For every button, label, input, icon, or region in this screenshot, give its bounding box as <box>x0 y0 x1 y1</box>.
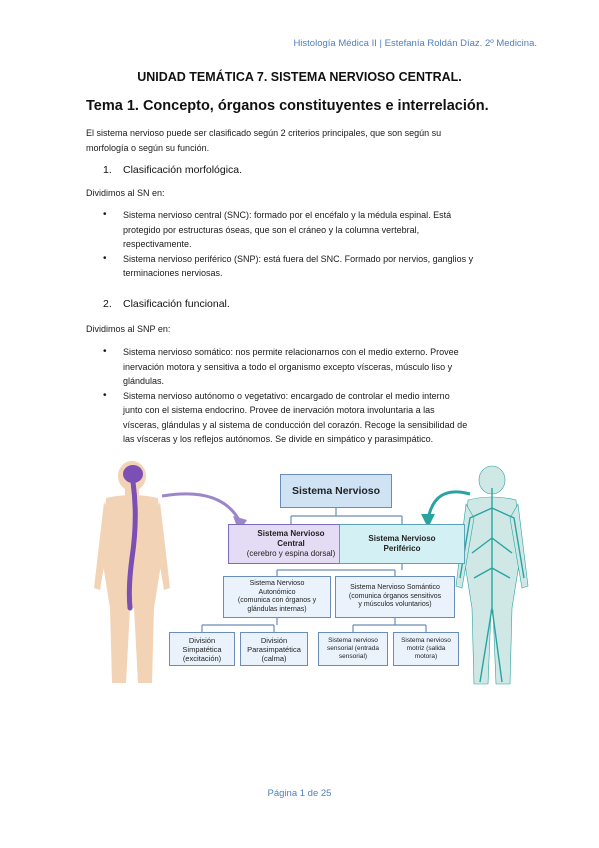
box-autonomic-nervous-system: Sistema Nervioso Autonómico (comunica co… <box>223 576 331 618</box>
section-title: Clasificación morfológica. <box>123 164 243 176</box>
list-item-line: Sistema nervioso periférico (SNP): está … <box>123 253 474 264</box>
box-label: Sistema Nervioso Somántico <box>350 584 440 592</box>
morphological-list: Sistema nervioso central (SNC): formado … <box>103 208 513 281</box>
section-title: Clasificación funcional. <box>123 298 230 310</box>
list-item-line: junto con el sistema endocrino. Provee d… <box>123 405 435 415</box>
list-item-line: inervación motora y sensitiva a todo el … <box>123 361 453 372</box>
box-label: División <box>188 635 216 645</box>
box-label: Sistema nervioso <box>328 637 378 644</box>
box-sublabel: glándulas internas) <box>247 605 307 613</box>
list-item: Sistema nervioso central (SNC): formado … <box>103 208 513 252</box>
intro-paragraph: El sistema nervioso puede ser clasificad… <box>86 126 516 155</box>
unit-title: UNIDAD TEMÁTICA 7. SISTEMA NERVIOSO CENT… <box>137 70 462 84</box>
box-sublabel: (calma) <box>261 653 287 663</box>
box-sublabel: (comunica con órganos y <box>237 597 317 604</box>
diagram-connectors <box>201 508 427 632</box>
box-label: División <box>260 635 288 645</box>
box-peripheral-nervous-system: Sistema Nervioso Periférico <box>339 524 465 564</box>
list-item: Sistema nervioso autónomo o vegetativo: … <box>103 389 513 447</box>
list-item: Sistema nervioso periférico (SNP): está … <box>103 252 513 281</box>
box-label: Periférico <box>383 544 421 553</box>
human-figure-pns <box>455 465 529 685</box>
box-sensory-nervous-system: Sistema nervioso sensorial (entrada sens… <box>318 632 388 666</box>
list-item-line: vísceras, glándulas y al sistema de cond… <box>123 419 468 430</box>
box-label: sensorial) <box>338 653 368 660</box>
section-number: 1. <box>103 164 112 176</box>
box-motor-nervous-system: Sistema nervioso motriz (salida motora) <box>393 632 459 666</box>
box-sublabel: y músculos voluntarios) <box>358 601 432 609</box>
list-item: Sistema nervioso somático: nos permite r… <box>103 345 513 389</box>
box-label: Sistema Nervioso <box>368 534 436 543</box>
box-sublabel: (comunica órganos sensitivos <box>348 592 442 600</box>
intro-line: El sistema nervioso puede ser clasificad… <box>86 128 442 138</box>
box-central-nervous-system: Sistema Nervioso Central (cerebro y espi… <box>228 524 354 564</box>
list-item-line: Sistema nervioso somático: nos permite r… <box>123 347 459 357</box>
section-heading-functional: 2. Clasificación funcional. <box>103 298 230 310</box>
human-figure-cns <box>94 461 170 683</box>
running-header: Histología Médica II | Estefanía Roldán … <box>293 38 537 49</box>
box-label: Sistema nervioso <box>401 637 451 644</box>
box-label: sensorial (entrada <box>326 645 380 652</box>
section-heading-morphological: 1. Clasificación morfológica. <box>103 164 242 176</box>
box-sublabel: (cerebro y espina dorsal) <box>246 549 336 558</box>
box-label: Central <box>277 539 305 548</box>
box-sublabel: (excitación) <box>182 653 222 663</box>
box-nervous-system: Sistema Nervioso <box>280 474 392 508</box>
box-label: motriz (salida <box>406 645 446 652</box>
box-label: Sistema Nervioso <box>291 485 381 497</box>
list-item-line: terminaciones nerviosas. <box>123 268 223 278</box>
list-item-line: las vísceras y los reflejos autónomos. S… <box>123 434 434 444</box>
box-parasympathetic-division: División Parasimpatética (calma) <box>240 632 308 666</box>
list-item-line: protegido por estructuras óseas, que son… <box>123 224 420 235</box>
list-item-line: respectivamente. <box>123 239 192 249</box>
topic-title: Tema 1. Concepto, órganos constituyentes… <box>86 98 489 114</box>
section-number: 2. <box>103 298 112 310</box>
list-item-line: glándulas. <box>123 376 165 386</box>
box-label: Sistema Nervioso <box>257 529 325 538</box>
box-label: motora) <box>414 653 438 660</box>
box-sympathetic-division: División Simpatética (excitación) <box>169 632 235 666</box>
box-label: Sistema Nervioso <box>249 580 305 587</box>
intro-line: morfología o según su función. <box>86 142 210 153</box>
list-item-line: Sistema nervioso central (SNC): formado … <box>123 210 452 220</box>
box-label: Simpatética <box>182 644 222 654</box>
list-item-line: Sistema nervioso autónomo o vegetativo: … <box>123 390 450 401</box>
section-lead: Dividimos al SNP en: <box>86 324 171 334</box>
functional-list: Sistema nervioso somático: nos permite r… <box>103 345 513 447</box>
box-label: Autonómico <box>258 588 296 596</box>
box-somatic-nervous-system: Sistema Nervioso Somántico (comunica órg… <box>335 576 455 618</box>
page-number: Página 1 de 25 <box>267 788 332 799</box>
nervous-system-diagram: Sistema Nervioso Sistema Nervioso Centra… <box>92 458 532 688</box>
box-label: Parasimpatética <box>247 644 301 654</box>
section-lead: Dividimos al SN en: <box>86 188 165 198</box>
diagram-graphics <box>94 461 529 685</box>
